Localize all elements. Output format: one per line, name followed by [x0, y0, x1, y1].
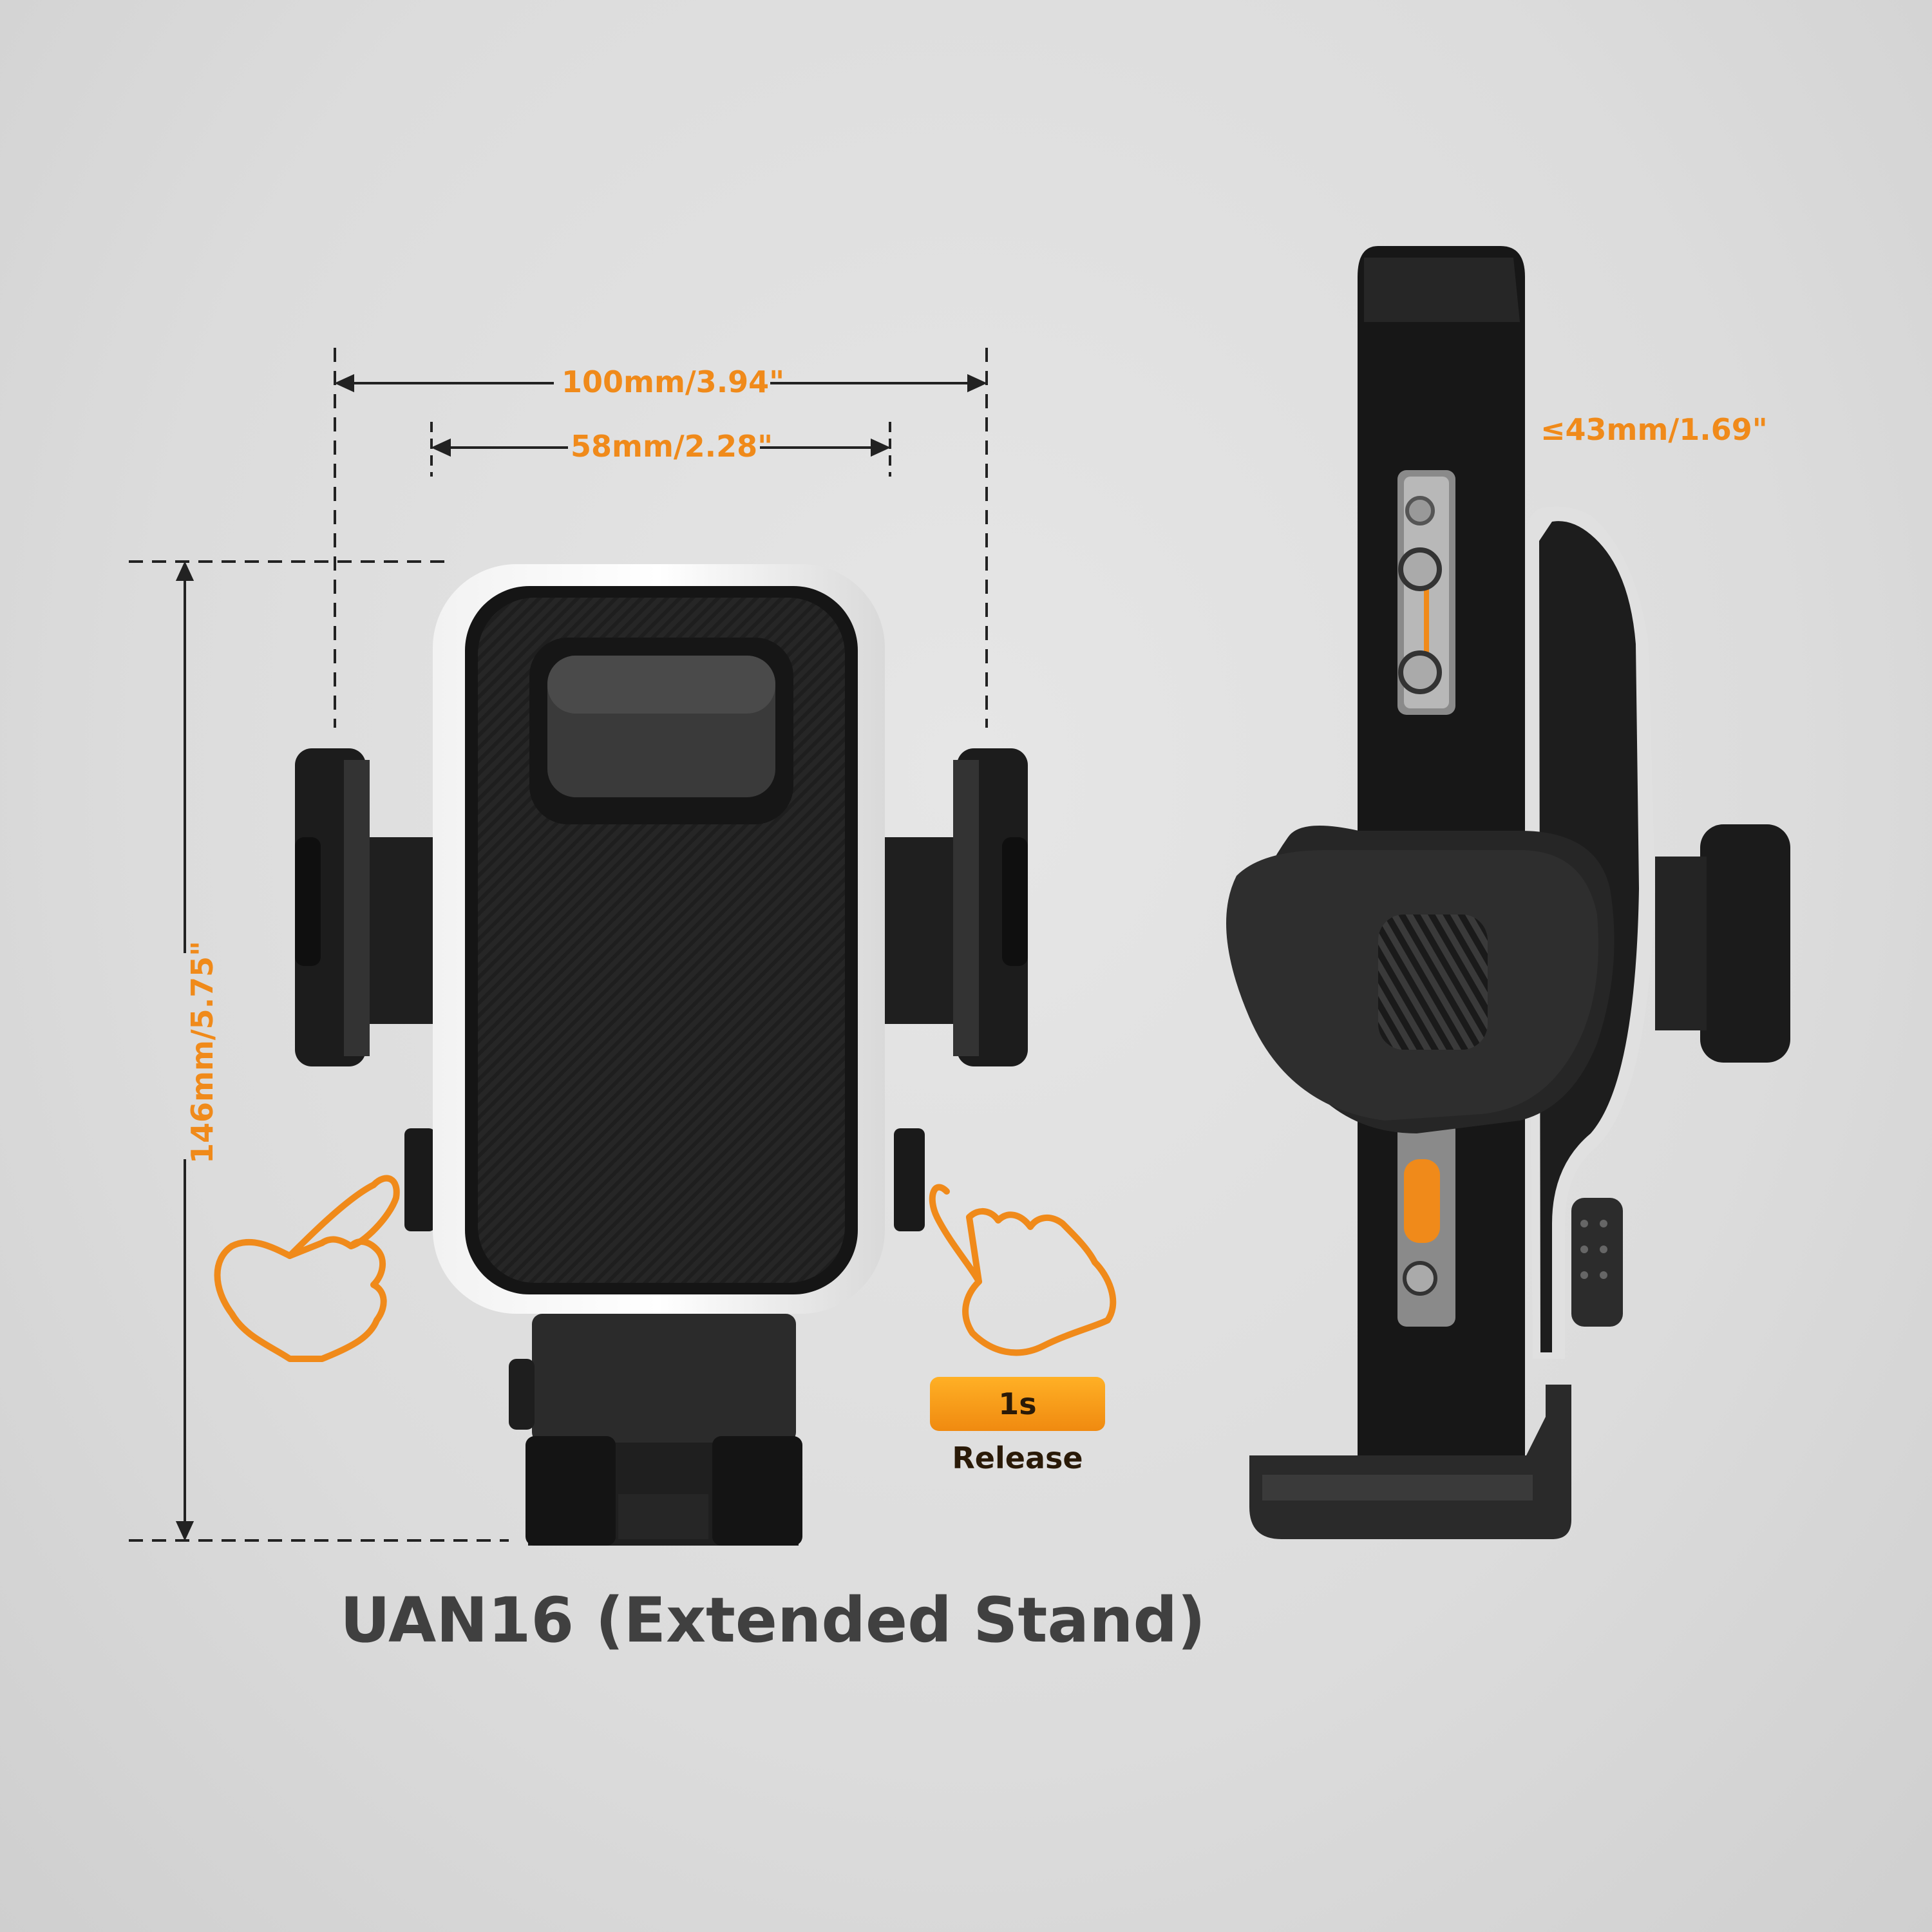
height-label: 146mm/5.75" [185, 940, 220, 1164]
front-mount [295, 564, 1028, 1546]
side-view-mount [1226, 246, 1790, 1539]
right-hand-icon [929, 1184, 1117, 1356]
height-dimension [129, 560, 509, 1542]
product-title: UAN16 (Extended Stand) [339, 1584, 1206, 1656]
width-outer-dimension [334, 348, 988, 728]
release-badge: 1s Release [930, 1377, 1105, 1475]
left-hand-icon [214, 1175, 400, 1362]
depth-label: ≤43mm/1.69" [1540, 412, 1768, 447]
width-outer-label: 100mm/3.94" [562, 365, 785, 399]
width-inner-dimension [430, 422, 891, 477]
width-inner-label: 58mm/2.28" [571, 429, 773, 464]
